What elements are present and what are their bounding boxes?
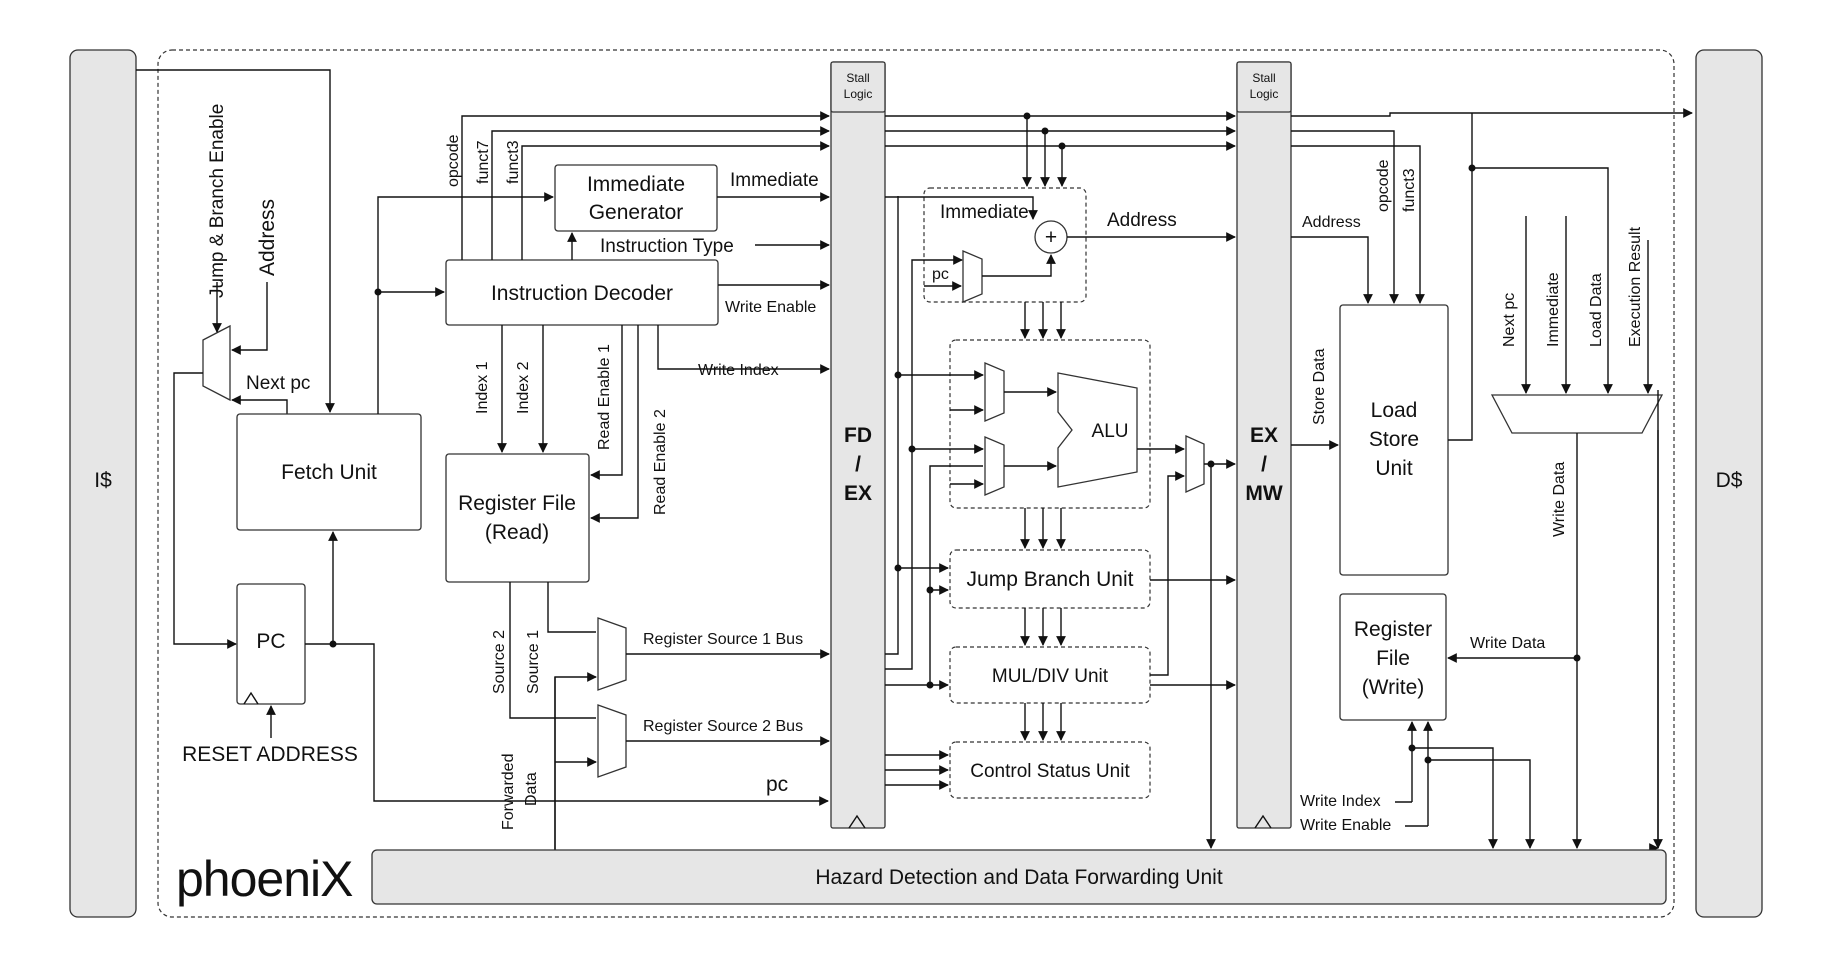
fd-ex-label-1: FD <box>844 424 872 447</box>
source2-forward-mux <box>597 704 627 778</box>
jump-address-label: Address <box>256 199 279 276</box>
load-store-unit-label-3: Unit <box>1375 457 1413 480</box>
hazard-detection-forwarding-unit <box>371 849 1667 905</box>
alu-label: ALU <box>1092 421 1129 442</box>
write-back-mux <box>1490 394 1664 434</box>
source2-label: Source 2 <box>491 630 508 694</box>
ex-mw-label-1: EX <box>1250 424 1278 447</box>
instruction-cache-label: I$ <box>94 469 112 492</box>
address-generation-box <box>923 187 1087 303</box>
write-enable-label: Write Enable <box>1300 817 1391 834</box>
write-enable-decode-label: Write Enable <box>725 299 816 316</box>
immediate-generator-label-2: Generator <box>589 201 684 224</box>
alu-block <box>1057 372 1138 488</box>
immediate-signal-label: Immediate <box>730 170 819 191</box>
address-base-mux <box>962 250 983 303</box>
pc-exec-label: pc <box>932 266 949 283</box>
fd-ex-stall-logic-label-2: Logic <box>844 87 873 101</box>
store-data-label: Store Data <box>1311 348 1328 425</box>
alu-box <box>949 339 1151 509</box>
immediate-generator-label-1: Immediate <box>587 173 685 196</box>
ex-mw-label-3: MW <box>1245 482 1282 505</box>
reset-address-label: RESET ADDRESS <box>182 743 358 766</box>
fetch-unit-block <box>236 413 422 531</box>
data-cache-label: D$ <box>1716 469 1743 492</box>
read-enable2-label: Read Enable 2 <box>652 409 669 515</box>
processor-core-boundary <box>157 49 1675 918</box>
instruction-decoder-block <box>445 259 719 326</box>
instruction-decoder-label: Instruction Decoder <box>491 282 673 305</box>
data-cache-block <box>1695 49 1763 918</box>
ex-mw-label-2: / <box>1261 453 1267 476</box>
immediate-mem-label: Immediate <box>1545 272 1562 347</box>
register-file-write-label-2: File <box>1376 647 1410 670</box>
funct7-label: funct7 <box>475 140 492 184</box>
control-status-unit-label: Control Status Unit <box>970 761 1130 782</box>
next-pc-label: Next pc <box>246 373 310 394</box>
phoenix-logo: phoeniX <box>176 851 353 907</box>
jump-branch-enable-label: Jump & Branch Enable <box>207 104 228 298</box>
address-mem-label: Address <box>1302 214 1361 231</box>
funct3-mem-label: funct3 <box>1401 168 1418 212</box>
pc-register-label: PC <box>256 630 285 653</box>
write-data-label: Write Data <box>1470 635 1545 652</box>
jump-branch-unit-label: Jump Branch Unit <box>967 568 1134 591</box>
forwarded-data-label-2: Data <box>523 772 540 806</box>
control-status-unit-block <box>949 741 1151 799</box>
fd-ex-stall-logic <box>830 61 886 113</box>
load-data-mem-label: Load Data <box>1588 273 1605 347</box>
index2-label: Index 2 <box>515 361 532 414</box>
write-data-vertical-label: Write Data <box>1551 462 1568 537</box>
pc-bus-label: pc <box>766 773 788 796</box>
ex-mw-stall-logic <box>1236 61 1292 113</box>
write-index-label: Write Index <box>1300 793 1381 810</box>
opcode-label: opcode <box>445 134 462 187</box>
source1-forward-mux <box>597 617 627 691</box>
fd-ex-label-2: / <box>855 453 861 476</box>
execution-result-label: Execution Result <box>1627 226 1644 347</box>
register-file-read-label-1: Register File <box>458 492 576 515</box>
register-file-write-label-3: (Write) <box>1362 676 1425 699</box>
fd-ex-label-3: EX <box>844 482 872 505</box>
alu-operand2-mux <box>984 436 1005 496</box>
fetch-unit-label: Fetch Unit <box>281 461 377 484</box>
source1-label: Source 1 <box>525 630 542 694</box>
hazard-unit-label: Hazard Detection and Data Forwarding Uni… <box>815 866 1223 889</box>
address-exec-label: Address <box>1107 210 1177 231</box>
ex-mw-stall-logic-label-2: Logic <box>1250 87 1279 101</box>
adder-plus-sign: + <box>1045 226 1057 249</box>
index1-label: Index 1 <box>474 361 491 414</box>
register-file-write-block <box>1339 593 1447 721</box>
immediate-exec-label: Immediate <box>940 202 1029 223</box>
instruction-cache-block <box>69 49 137 918</box>
jump-branch-unit-block <box>949 549 1151 609</box>
load-store-unit-label-2: Store <box>1369 428 1419 451</box>
load-store-unit-label-1: Load <box>1371 399 1418 422</box>
mul-div-unit-label: MUL/DIV Unit <box>992 666 1109 687</box>
read-enable1-label: Read Enable 1 <box>596 344 613 450</box>
opcode-mem-label: opcode <box>1375 159 1392 212</box>
write-index-decode-label: Write Index <box>698 362 779 379</box>
forwarded-data-label-1: Forwarded <box>500 754 517 830</box>
register-source1-bus-label: Register Source 1 Bus <box>643 631 803 648</box>
instruction-type-label: Instruction Type <box>600 236 734 257</box>
ex-mw-stall-logic-label-1: Stall <box>1252 71 1275 85</box>
next-pc-mem-label: Next pc <box>1501 293 1518 347</box>
register-file-read-block <box>445 453 590 583</box>
immediate-generator-block <box>554 164 718 232</box>
register-source2-bus-label: Register Source 2 Bus <box>643 718 803 735</box>
register-file-write-label-1: Register <box>1354 618 1432 641</box>
fd-ex-stall-logic-label-1: Stall <box>846 71 869 85</box>
alu-operand1-mux <box>984 362 1005 422</box>
execution-result-mux <box>1185 434 1205 494</box>
register-file-read-label-2: (Read) <box>485 521 549 544</box>
next-pc-mux <box>202 324 231 402</box>
funct3-label: funct3 <box>505 140 522 184</box>
